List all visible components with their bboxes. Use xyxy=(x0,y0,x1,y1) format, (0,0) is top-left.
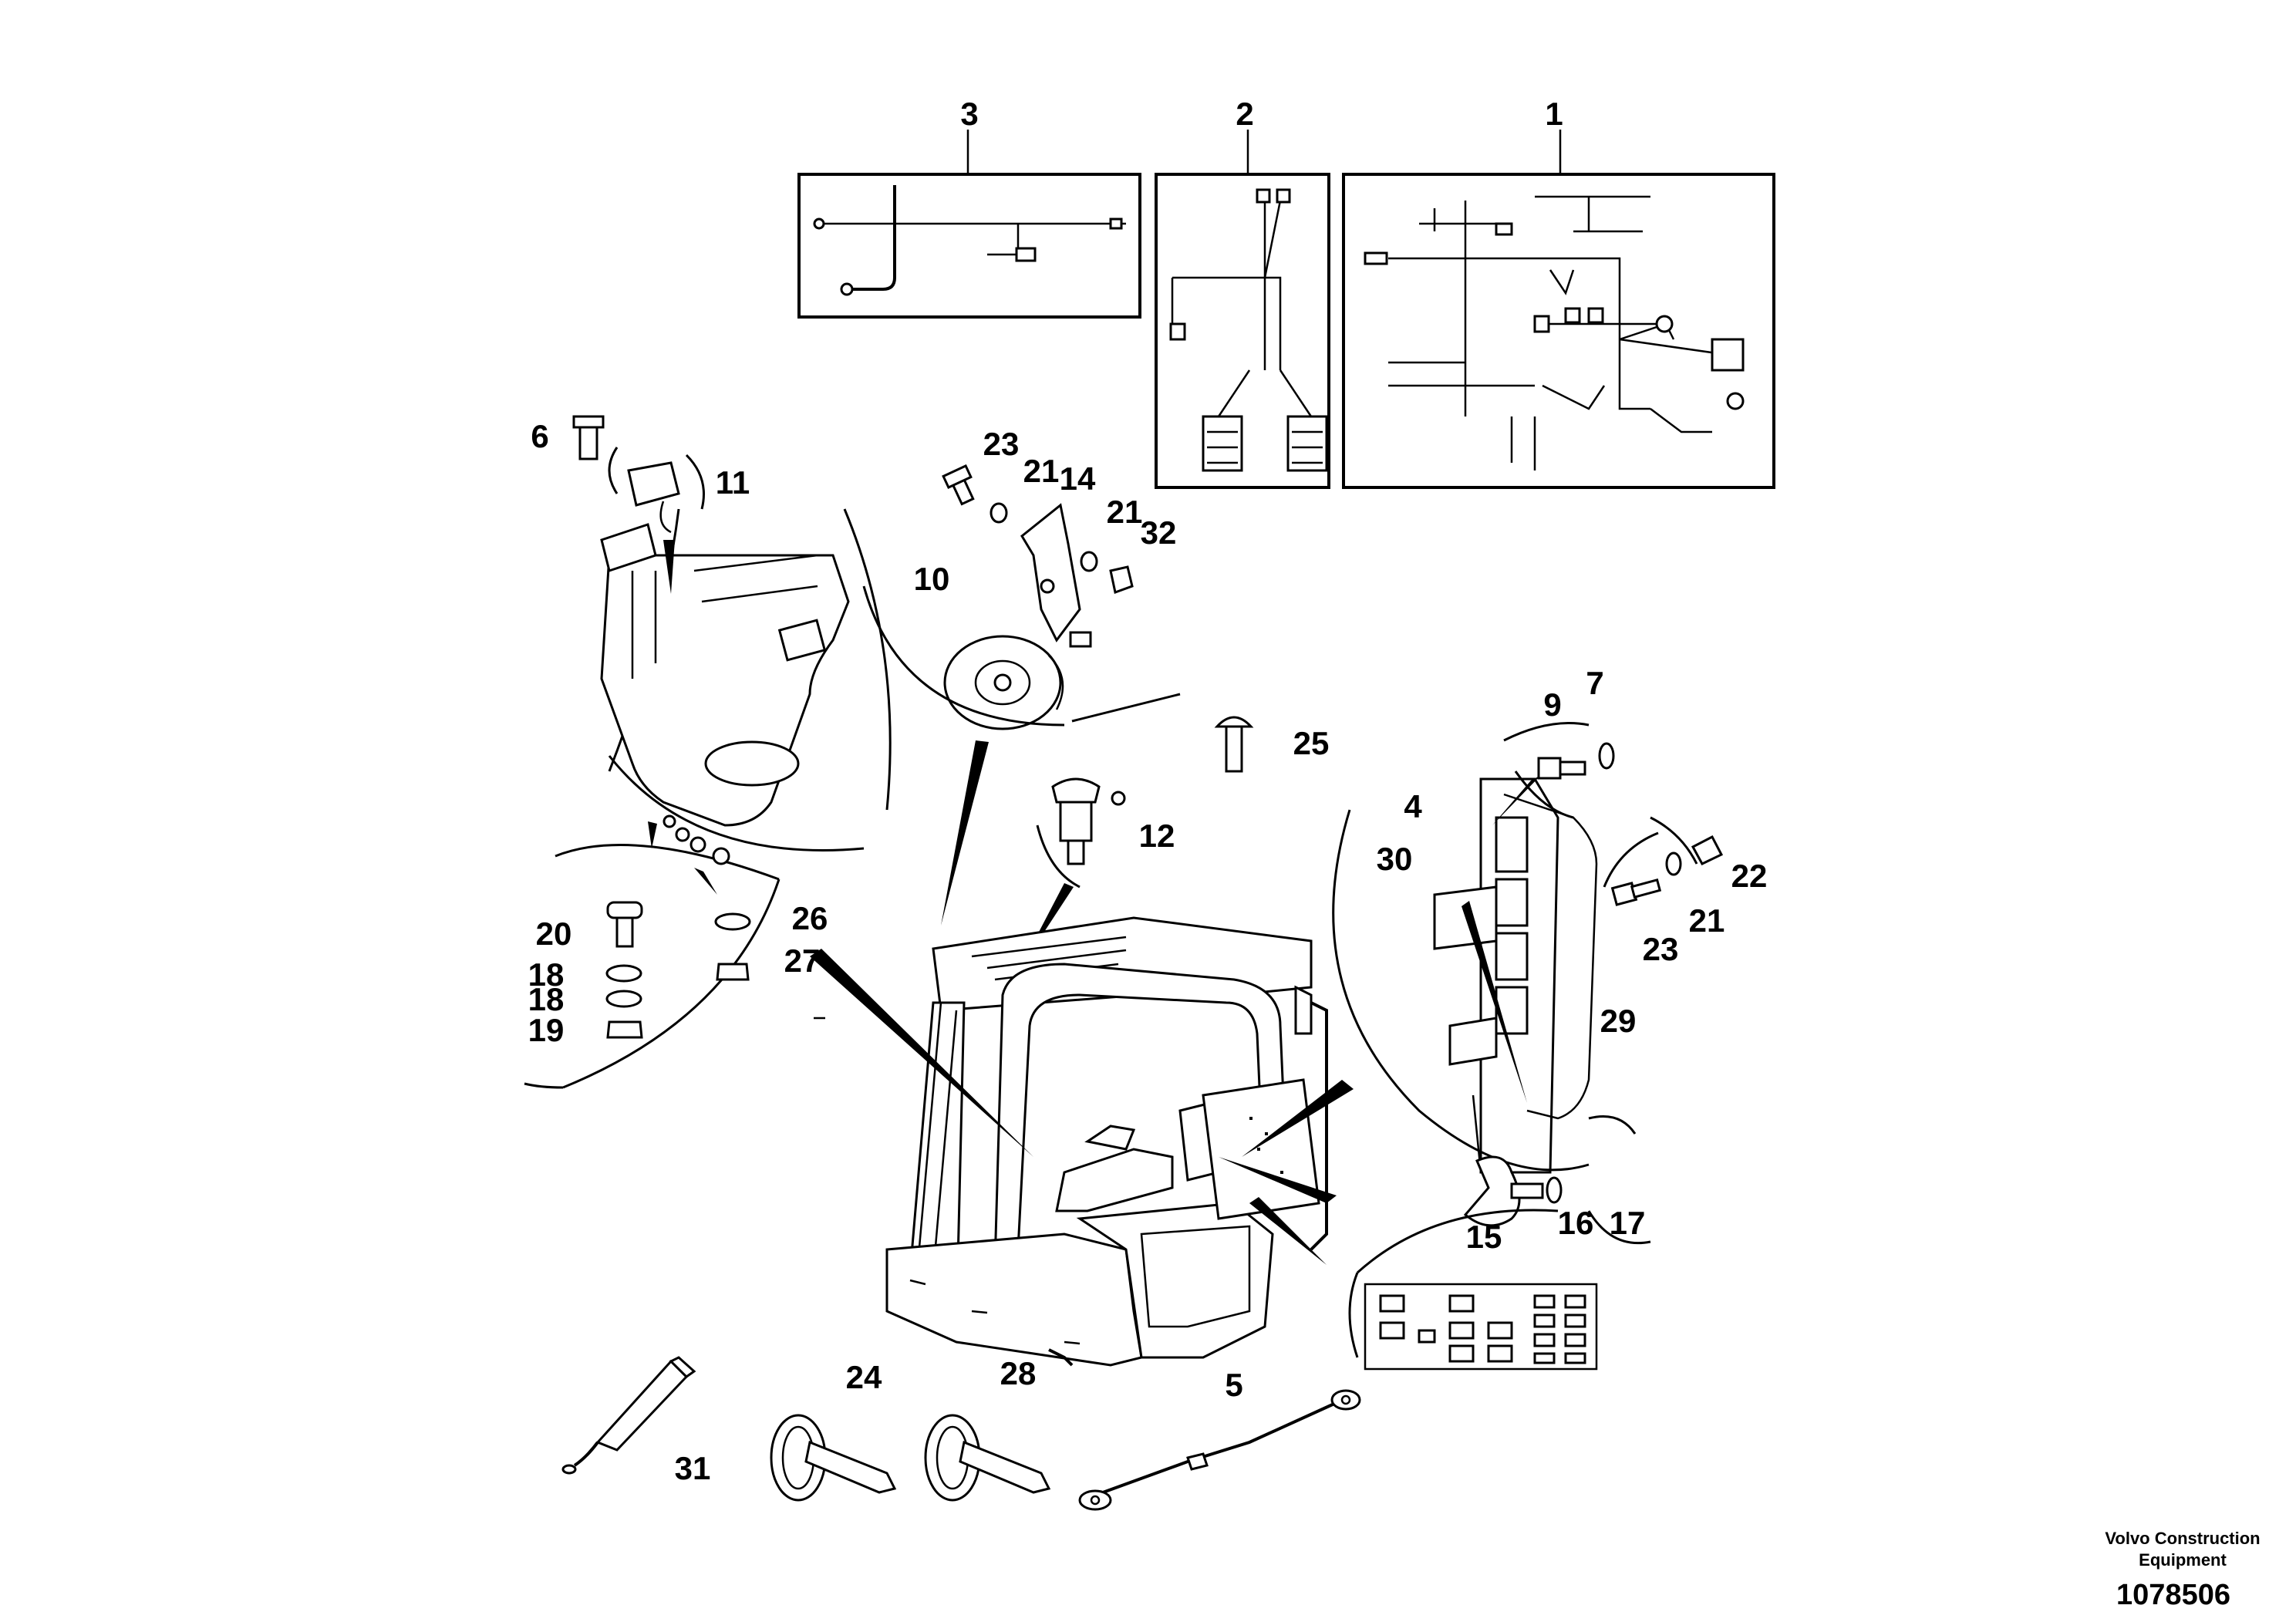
detail-right-fasteners xyxy=(1332,722,1724,1245)
callout-22: 22 xyxy=(1731,858,1768,894)
callout-26: 26 xyxy=(792,900,828,936)
switch-12 xyxy=(1051,777,1126,865)
callout-25: 25 xyxy=(1293,725,1330,761)
callouts: 1 2 3 4 5 6 7 9 10 11 12 14 15 16 17 18 … xyxy=(528,96,1768,1486)
callout-5: 5 xyxy=(1225,1367,1242,1403)
callout-18b: 18 xyxy=(528,981,565,1017)
harness-box-2 xyxy=(1155,173,1330,489)
callout-16: 16 xyxy=(1558,1205,1594,1241)
callout-21b: 21 xyxy=(1107,494,1143,530)
callout-1: 1 xyxy=(1545,96,1563,132)
callout-24: 24 xyxy=(846,1359,882,1395)
callout-12: 12 xyxy=(1139,818,1175,854)
callout-29: 29 xyxy=(1600,1003,1637,1039)
callout-27: 27 xyxy=(784,943,821,979)
callout-21a: 21 xyxy=(1023,453,1060,489)
bracket-14 xyxy=(1020,503,1092,648)
callout-18a: 18 xyxy=(528,956,565,993)
callout-23b: 23 xyxy=(1643,931,1679,967)
drawing-number: 1078506 xyxy=(2116,1579,2230,1611)
bolt-6 xyxy=(572,415,605,460)
callout-4: 4 xyxy=(1404,788,1422,824)
ground-cable-5 xyxy=(1078,1389,1361,1511)
detail-left-console xyxy=(600,508,892,851)
tube-31 xyxy=(561,1356,696,1475)
horn-10 xyxy=(943,635,1064,730)
callout-28: 28 xyxy=(1000,1355,1037,1391)
callout-7: 7 xyxy=(1586,665,1603,701)
harness-box-3 xyxy=(797,173,1141,319)
callout-9: 9 xyxy=(1543,686,1561,723)
callout-20: 20 xyxy=(536,916,572,952)
cab-frame xyxy=(885,916,1328,1367)
footer: Volvo Construction Equipment 1078506 xyxy=(2105,1529,2260,1611)
cable-tie-24 xyxy=(770,1414,897,1502)
callout-10: 10 xyxy=(914,561,950,597)
callout-6: 6 xyxy=(531,418,548,454)
callout-2: 2 xyxy=(1236,96,1253,132)
callout-32: 32 xyxy=(1141,514,1177,551)
callout-19: 19 xyxy=(528,1012,565,1048)
brand-line-2: Equipment xyxy=(2139,1550,2227,1570)
callout-3: 3 xyxy=(960,96,978,132)
callout-30: 30 xyxy=(1377,841,1413,877)
callout-31: 31 xyxy=(675,1450,711,1486)
bolt-23-horn xyxy=(942,464,975,506)
callout-17: 17 xyxy=(1610,1205,1646,1241)
harness-box-1 xyxy=(1342,173,1775,489)
callout-21c: 21 xyxy=(1689,902,1725,939)
cable-tie-28 xyxy=(924,1414,1051,1502)
brand-line-1: Volvo Construction xyxy=(2105,1529,2260,1548)
callout-15: 15 xyxy=(1466,1219,1502,1255)
decal-15 xyxy=(1348,1209,1598,1371)
callout-14: 14 xyxy=(1060,460,1096,497)
electric-panel-29 xyxy=(1433,777,1598,1174)
detail-left-fasteners xyxy=(524,814,781,1089)
callout-11: 11 xyxy=(716,464,750,501)
callout-23a: 23 xyxy=(983,426,1020,462)
screw-25 xyxy=(1214,716,1254,773)
switch-11 xyxy=(627,461,680,534)
